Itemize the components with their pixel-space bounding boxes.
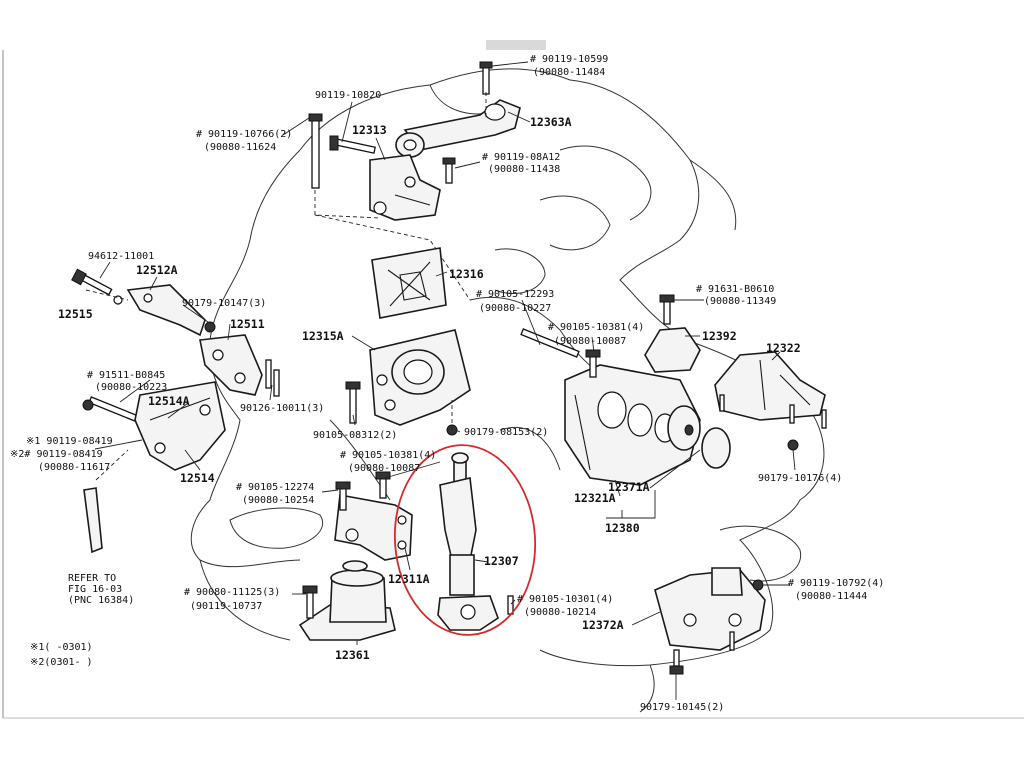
bolt-90105-10381-lower	[375, 471, 391, 499]
label-12372a: 12372A	[582, 618, 624, 632]
label-90080-11484: (90080-11484	[533, 67, 605, 78]
bolt-91631-b0610	[659, 294, 675, 325]
label-90080-11349: (90080-11349	[704, 296, 776, 307]
bolt-90105-08312	[345, 381, 361, 424]
label-90080-10087-lower: (90080-10087	[348, 463, 420, 474]
nut-90119-10792	[752, 579, 764, 591]
torque-rod-12363a	[395, 99, 521, 158]
label-refer-pnc: (PNC 16384)	[68, 595, 134, 606]
label-90105-10301: # 90105-10301(4)	[517, 594, 613, 605]
part-labels: # 90119-10599 (90080-11484 90119-10820 1…	[10, 54, 884, 713]
bracket-12511	[199, 334, 263, 396]
label-12316: 12316	[449, 267, 484, 281]
label-90119-10820: 90119-10820	[315, 90, 381, 101]
bracket-12315a	[369, 329, 471, 426]
label-90080-11624: (90080-11624	[204, 142, 276, 153]
label-90080-11125: # 90080-11125(3)	[184, 587, 280, 598]
mount-12372a	[654, 567, 766, 651]
bolt-12515	[71, 268, 113, 296]
bolt-90105-12293	[520, 328, 580, 358]
label-12313: 12313	[352, 123, 387, 137]
label-12380: 12380	[605, 521, 640, 535]
label-90105-12274: # 90105-12274	[236, 482, 314, 493]
label-90105-10381-upper: # 90105-10381(4)	[548, 322, 644, 333]
washer-94612	[113, 295, 123, 305]
mount-12361	[298, 560, 396, 641]
label-12515: 12515	[58, 307, 93, 321]
label-90080-10223: (90080-10223	[95, 382, 167, 393]
housing-12321a	[564, 364, 701, 486]
label-12307: 12307	[484, 554, 519, 568]
label-90119-10737: (90119-10737	[190, 601, 262, 612]
bracket-12322	[714, 351, 827, 429]
label-90119-08a12: # 90119-08A12	[482, 152, 560, 163]
label-90179-08153: 90179-08153(2)	[464, 427, 548, 438]
label-90080-11617: (90080-11617	[38, 462, 110, 473]
label-90179-10176: 90179-10176(4)	[758, 473, 842, 484]
label-90119-10599: # 90119-10599	[530, 54, 608, 65]
nut-90179-10145	[669, 649, 684, 675]
label-12321a: 12321A	[574, 491, 616, 505]
label-90080-11444: (90080-11444	[795, 591, 867, 602]
cover-12392	[644, 327, 701, 373]
label-12514a: 12514A	[148, 394, 190, 408]
label-refer-to: REFER TO	[68, 573, 116, 584]
bracket-12313	[369, 154, 441, 221]
label-90126-10011: 90126-10011(3)	[240, 403, 324, 414]
label-12392: 12392	[702, 329, 737, 343]
label-90105-10381-lower: # 90105-10381(4)	[340, 450, 436, 461]
top-bolts	[308, 61, 493, 189]
label-91511-b0845: # 91511-B0845	[87, 370, 165, 381]
note-star2: ※2(0301- )	[30, 657, 93, 668]
label-12315a: 12315A	[302, 329, 344, 343]
label-90080-10227: (90080-10227	[479, 303, 551, 314]
leader-lines	[94, 61, 796, 700]
label-90119-10766: # 90119-10766(2)	[196, 129, 292, 140]
bolt-90105-12274	[335, 481, 351, 511]
label-90080-10254: (90080-10254	[242, 495, 314, 506]
cushion-12371a	[667, 405, 731, 469]
nut-90179-10176	[787, 439, 799, 451]
label-90105-12293: # 90105-12293	[476, 289, 554, 300]
scan-smudge	[486, 40, 546, 50]
label-90080-11438: (90080-11438	[488, 164, 560, 175]
label-star2-90119-08419: ※2# 90119-08419	[10, 449, 103, 460]
label-12511: 12511	[230, 317, 265, 331]
label-91631-b0610: # 91631-B0610	[696, 284, 774, 295]
label-12361: 12361	[335, 648, 370, 662]
plate-12316	[371, 247, 447, 319]
highlight-circle-12307	[393, 444, 537, 636]
bracket-12514	[134, 381, 226, 471]
label-12363a: 12363A	[530, 115, 572, 129]
label-90119-10792: # 90119-10792(4)	[788, 578, 884, 589]
bolt-90080-11125	[302, 585, 318, 619]
note-star1: ※1( -0301)	[30, 642, 93, 653]
bolt-90105-10381-upper	[585, 349, 601, 378]
label-90080-10087-upper: (90080-10087	[554, 336, 626, 347]
label-90179-10147: 90179-10147(3)	[182, 298, 266, 309]
stay-refer-fig-16-03	[83, 487, 103, 554]
studs-90126-10011	[265, 359, 280, 397]
label-12322: 12322	[766, 341, 801, 355]
bolt-91511-b0845	[82, 396, 148, 426]
label-90080-10214: (90080-10214	[524, 607, 596, 618]
label-94612-11001: 94612-11001	[88, 251, 154, 262]
label-12371a: 12371A	[608, 480, 650, 494]
label-12311a: 12311A	[388, 572, 430, 586]
label-star1-90119-08419: ※1 90119-08419	[26, 436, 113, 447]
bracket-12512a	[126, 284, 206, 337]
label-12512a: 12512A	[136, 263, 178, 277]
torque-rod-12307	[437, 452, 499, 631]
nut-90179-10147	[204, 321, 216, 333]
label-12514: 12514	[180, 471, 215, 485]
label-90179-10145: 90179-10145(2)	[640, 702, 724, 713]
label-90105-08312: 90105-08312(2)	[313, 430, 397, 441]
bolt-90105-10301	[507, 595, 514, 615]
label-refer-fig: FIG 16-03	[68, 584, 122, 595]
